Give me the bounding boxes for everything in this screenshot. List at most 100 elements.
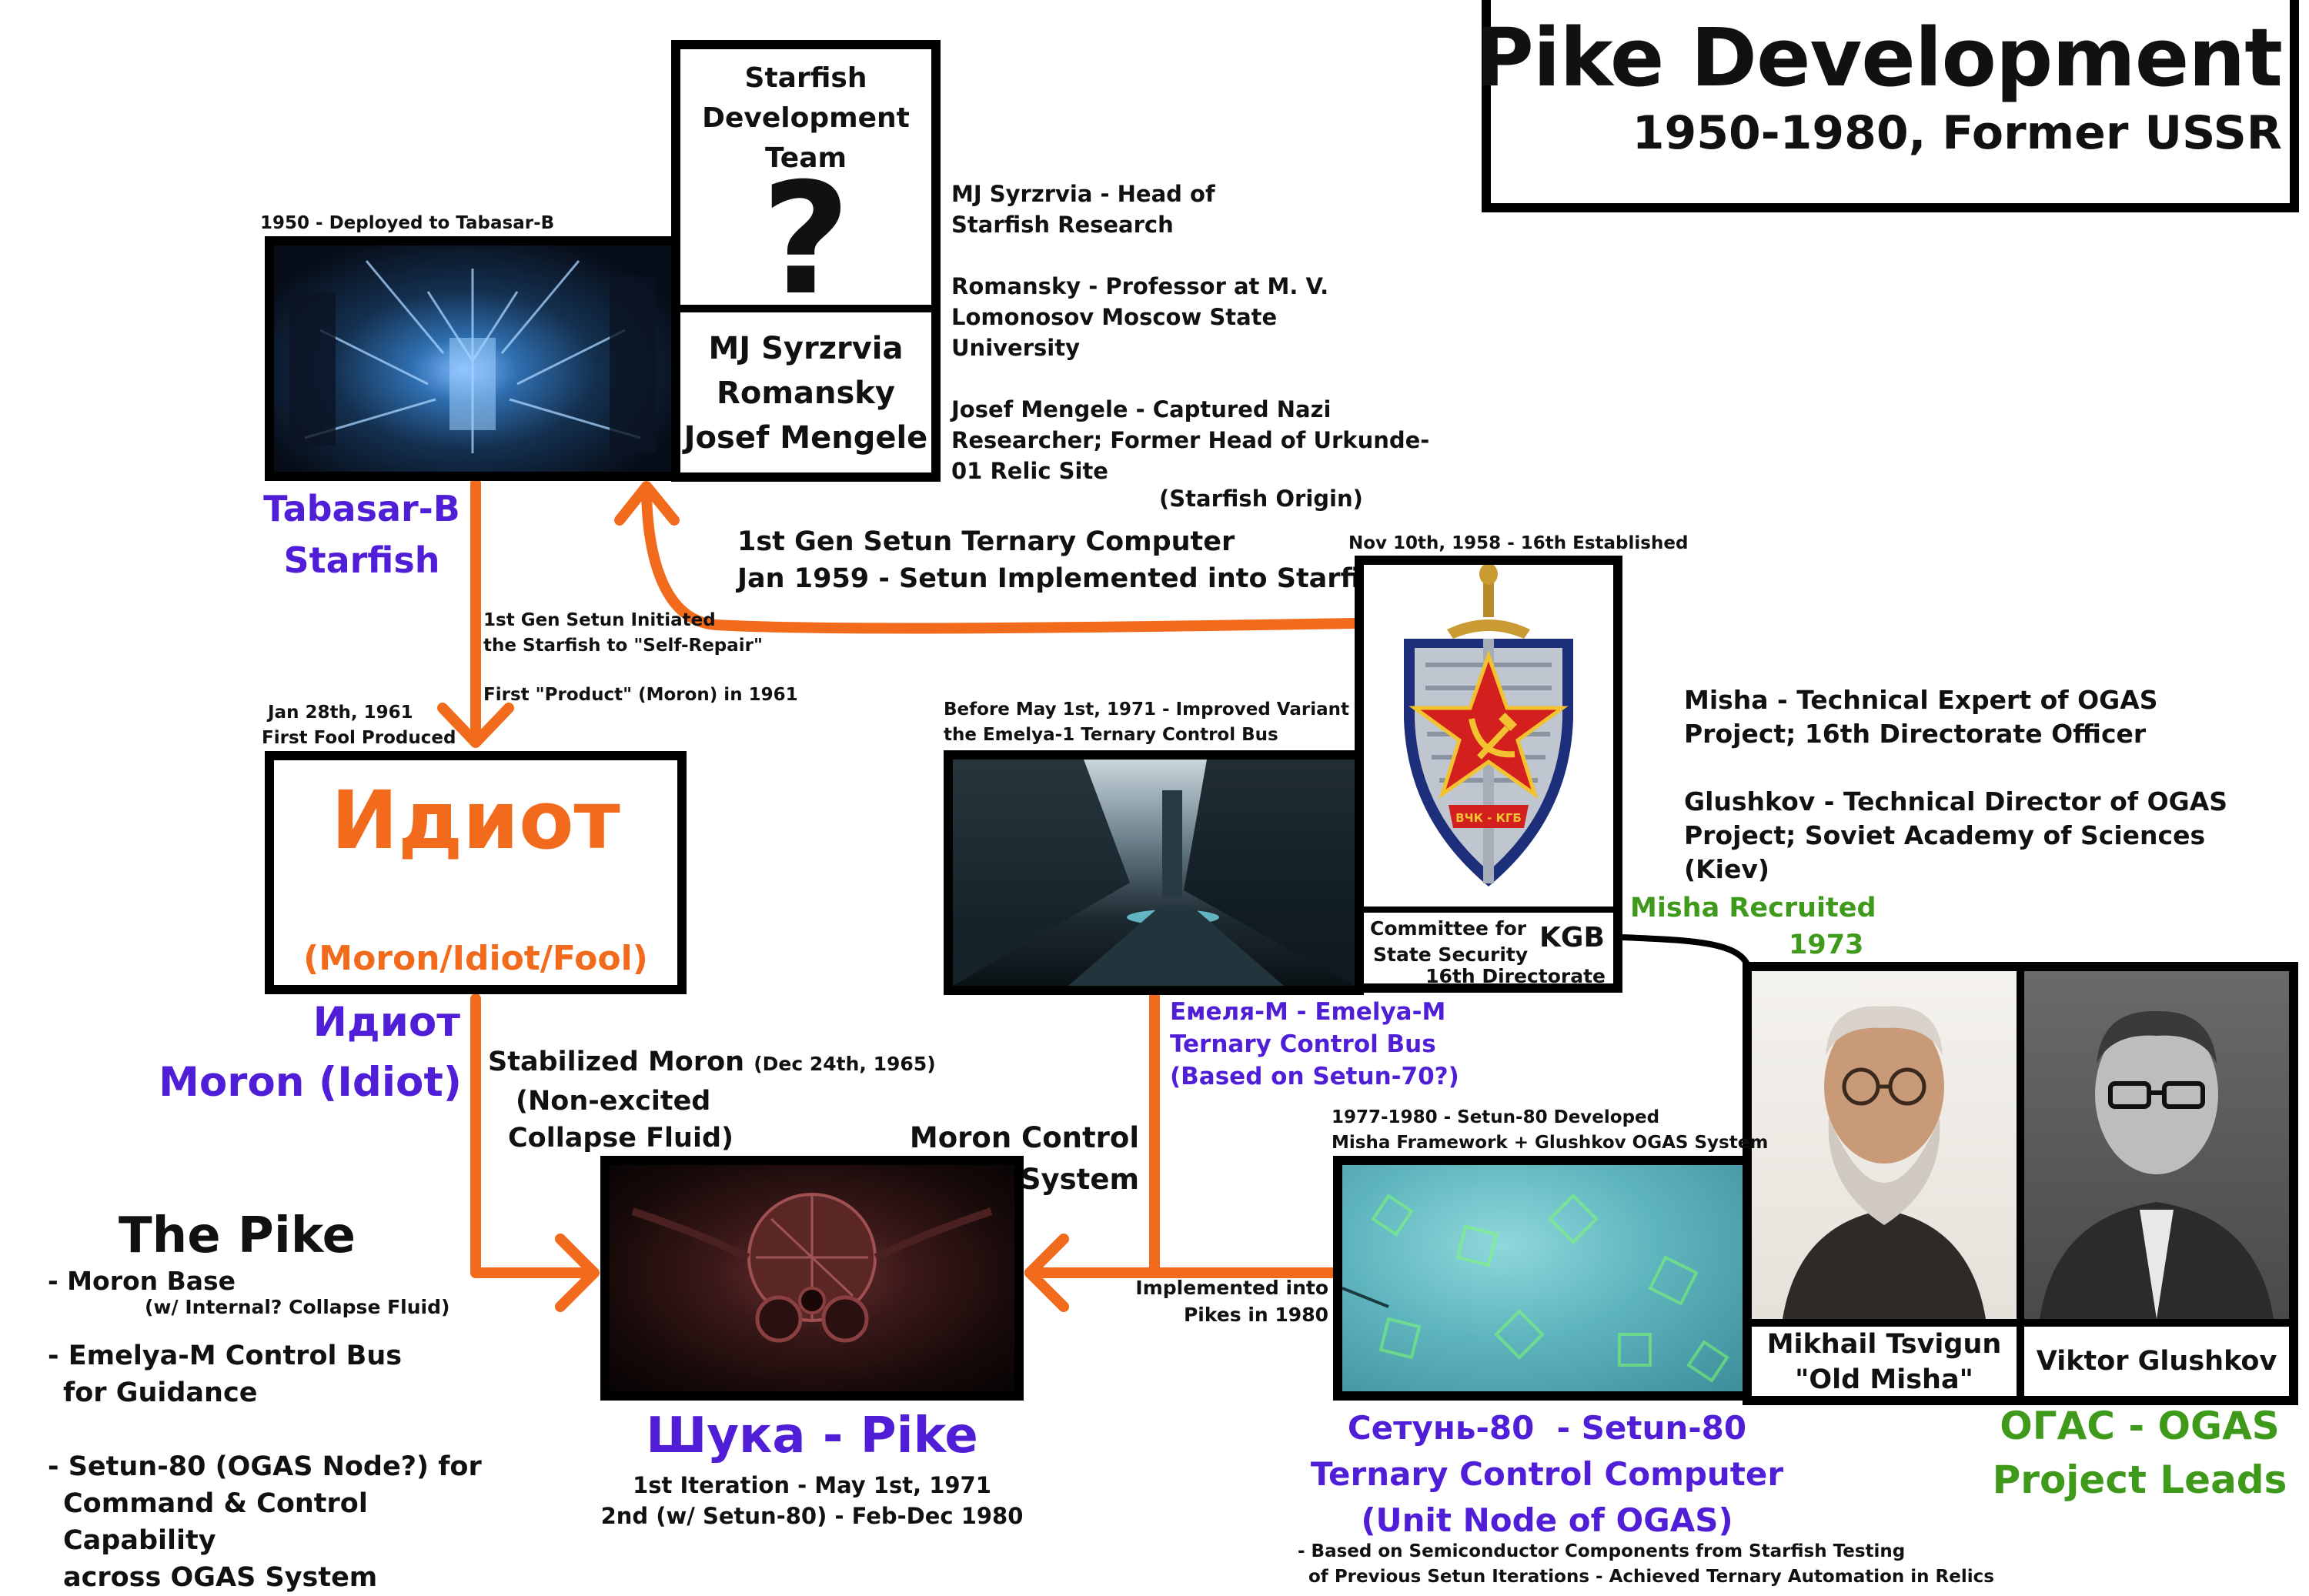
setun80-label-line3: (Unit Node of OGAS): [1361, 1501, 1733, 1539]
the-pike-heading: The Pike: [119, 1207, 356, 1264]
connector-kgb-to-misha: [1622, 934, 1752, 970]
misha-caption: Mikhail Tsvigun "Old Misha": [1752, 1327, 2017, 1396]
misha-portrait: [1752, 971, 2017, 1319]
pike-iteration2: 2nd (w/ Setun-80) - Feb-Dec 1980: [600, 1503, 1024, 1529]
glushkov-portrait-art: [2040, 1010, 2274, 1319]
note-misha: Misha - Technical Expert of OGAS Project…: [1684, 685, 2158, 749]
member-romansky: Romansky: [717, 376, 895, 411]
control-system-line1: Moron Control: [909, 1121, 1139, 1154]
setun80-image: [1333, 1156, 1752, 1401]
the-pike-item1: - Moron Base: [48, 1266, 236, 1296]
member-syrzrvia: MJ Syrzrvia: [708, 331, 904, 366]
the-pike-item2: - Emelya-M Control Bus: [48, 1341, 403, 1371]
stabilized-line2: (Non-excited: [516, 1086, 711, 1117]
misha-portrait-art: [1783, 1006, 1986, 1319]
pike-label: Шука - Pike: [646, 1407, 978, 1464]
kgb-emblem-text: ВЧК - КГБ: [1455, 811, 1522, 825]
tabasar-label-line2: Starfish: [283, 539, 440, 581]
starfish-team-divider: [680, 305, 931, 312]
portraits-box: Mikhail Tsvigun "Old Misha" Viktor Glush…: [1743, 962, 2298, 1405]
tabasar-deploy-note: 1950 - Deployed to Tabasar-B: [260, 213, 555, 233]
note-mengele: Josef Mengele - Captured Nazi Researcher…: [951, 396, 1430, 484]
idiot-date-line2: First Fool Produced: [262, 728, 456, 748]
emelya-city-art: [953, 760, 1355, 986]
the-pike-item3-line3: across OGAS System: [63, 1562, 378, 1593]
arrow-kgb-to-starfish: [641, 487, 1358, 634]
note-glushkov: Glushkov - Technical Director of OGAS Pr…: [1684, 786, 2228, 884]
arrow-idiot-to-pike: [470, 993, 598, 1278]
self-repair-line1: 1st Gen Setun Initiated: [483, 610, 716, 630]
stabilized-moron-note: Stabilized Moron (Dec 24th, 1965) (Non-e…: [488, 1043, 936, 1157]
idiot-label-line2: Moron (Idiot): [159, 1059, 462, 1106]
pike-machine-art: [631, 1193, 993, 1343]
glushkov-caption: Viktor Glushkov: [2024, 1327, 2289, 1396]
ogas-leads-label: ОГАС - OGAS Project Leads: [1955, 1399, 2309, 1507]
emelya-note-line2: the Emelya-1 Ternary Control Bus: [944, 725, 1278, 745]
idiot-label-line1: Идиот: [312, 999, 460, 1046]
the-pike-summary: The Pike - Moron Base (w/ Internal? Coll…: [48, 1205, 525, 1596]
kgb-caption-left1: Committee for: [1370, 917, 1527, 940]
emelya-label-line3: (Based on Setun-70?): [1170, 1063, 1459, 1090]
kgb-emblem-icon: ВЧК - КГБ: [1404, 565, 1573, 886]
emelya-note: Before May 1st, 1971 - Improved Variant …: [944, 697, 1375, 748]
idiot-subtitle: (Moron/Idiot/Fool): [303, 939, 648, 978]
idiot-date-note: Jan 28th, 1961 First Fool Produced: [262, 700, 456, 751]
tabasar-label: Tabasar-B Starfish: [239, 483, 485, 586]
the-pike-item3-line2: Command & Control Capability: [63, 1488, 368, 1556]
setun-link-line1: 1st Gen Setun Ternary Computer: [737, 526, 1235, 557]
setun80-note-line2: Misha Framework + Glushkov OGAS System: [1332, 1133, 1769, 1153]
kgb-caption-divider: [1364, 907, 1613, 913]
unknown-question-mark: ?: [760, 150, 850, 329]
kgb-box: ВЧК - КГБ Committee for State Security K…: [1355, 556, 1622, 993]
setun80-label: Сетунь-80 - Setun-80 Ternary Control Com…: [1308, 1405, 1786, 1544]
the-pike-item2-line2: for Guidance: [63, 1377, 258, 1408]
setun-link-text: 1st Gen Setun Ternary Computer Jan 1959 …: [737, 523, 1395, 597]
pike-image: [600, 1156, 1024, 1401]
stabilized-line3: Collapse Fluid): [508, 1123, 734, 1154]
the-pike-item1-note: (w/ Internal? Collapse Fluid): [145, 1296, 450, 1318]
emelya-image: [944, 750, 1364, 995]
self-repair-line2: the Starfish to "Self-Repair": [483, 636, 764, 656]
ogas-leads-line1: ОГАС - OGAS: [2000, 1404, 2280, 1448]
idiot-label: Идиот Moron (Idiot): [139, 993, 462, 1113]
kgb-established-note: Nov 10th, 1958 - 16th Established: [1348, 533, 1689, 553]
setun80-note: 1977-1980 - Setun-80 Developed Misha Fra…: [1332, 1105, 1768, 1156]
ogas-notes: Misha - Technical Expert of OGAS Project…: [1684, 683, 2284, 886]
self-repair-note: 1st Gen Setun Initiated the Starfish to …: [483, 608, 798, 708]
member-mengele: Josef Mengele: [683, 420, 928, 456]
setun80-label-line2: Ternary Control Computer: [1310, 1455, 1784, 1493]
portrait-divider: [2017, 971, 2024, 1396]
tabasar-label-line1: Tabasar-B: [263, 488, 460, 529]
setun80-label-line1: Сетунь-80 - Setun-80: [1347, 1409, 1747, 1447]
emelya-label-line2: Ternary Control Bus: [1170, 1030, 1436, 1058]
setun-link-line2: Jan 1959 - Setun Implemented into Starfi…: [737, 563, 1396, 594]
misha-recruited-line1: Misha Recruited: [1630, 893, 1876, 923]
starfish-team-members: MJ Syrzrvia Romansky Josef Mengele: [680, 326, 931, 460]
first-product-line: First "Product" (Moron) in 1961: [483, 685, 798, 705]
glushkov-name: Viktor Glushkov: [2036, 1346, 2277, 1377]
ogas-leads-line2: Project Leads: [1992, 1457, 2287, 1502]
misha-nickname: "Old Misha": [1795, 1364, 1973, 1395]
control-system-line2: System: [1020, 1163, 1139, 1196]
note-romansky: Romansky - Professor at M. V. Lomonosov …: [951, 273, 1329, 361]
implemented-line1: Implemented into: [1135, 1277, 1328, 1299]
setun80-circuit-art: [1342, 1194, 1729, 1383]
implemented-line2: Pikes in 1980: [1183, 1304, 1328, 1326]
setun80-note-line1: 1977-1980 - Setun-80 Developed: [1332, 1107, 1660, 1127]
pike-iterations: 1st Iteration - May 1st, 1971 2nd (w/ Se…: [585, 1470, 1039, 1531]
starfish-machine-art: [289, 260, 656, 453]
setun80-footnote-line1: - Based on Semiconductor Components from…: [1298, 1541, 1906, 1561]
page-subtitle: 1950-1980, Former USSR: [1632, 106, 2282, 160]
stabilized-line1: Stabilized Moron: [488, 1047, 745, 1077]
glushkov-portrait: [2024, 971, 2289, 1319]
starfish-team-title: Starfish Development Team: [702, 62, 910, 174]
idiot-box: Идиот (Moron/Idiot/Fool): [265, 751, 687, 994]
emelya-label: Емеля-М - Emelya-M Ternary Control Bus (…: [1170, 996, 1459, 1093]
idiot-title: Идиот: [331, 773, 620, 867]
page-title: Pike Development: [1475, 11, 2283, 105]
kgb-caption-right: KGB: [1539, 922, 1605, 953]
misha-recruited-note: Misha Recruited 1973: [1630, 890, 1876, 963]
setun80-footnote-line2: of Previous Setun Iterations - Achieved …: [1308, 1567, 1994, 1587]
stabilized-date: (Dec 24th, 1965): [754, 1053, 936, 1075]
